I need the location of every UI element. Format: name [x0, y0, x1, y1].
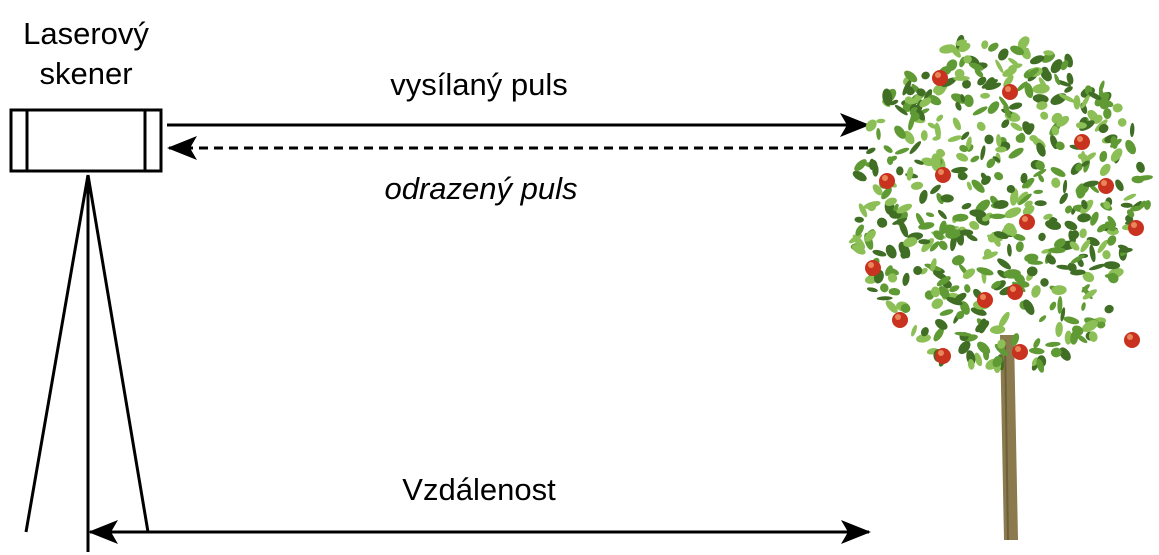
tripod — [24, 174, 150, 552]
reflected-pulse-label: odrazený puls — [384, 171, 577, 206]
scanner-label-line2: skener — [39, 56, 132, 91]
apple-tree-icon — [848, 34, 1153, 541]
scanner-label-line1: Laserový — [23, 16, 149, 51]
laser-scanner-icon — [9, 108, 163, 173]
emitted-pulse-label: vysílaný puls — [390, 67, 567, 102]
distance-label: Vzdálenost — [402, 472, 556, 507]
